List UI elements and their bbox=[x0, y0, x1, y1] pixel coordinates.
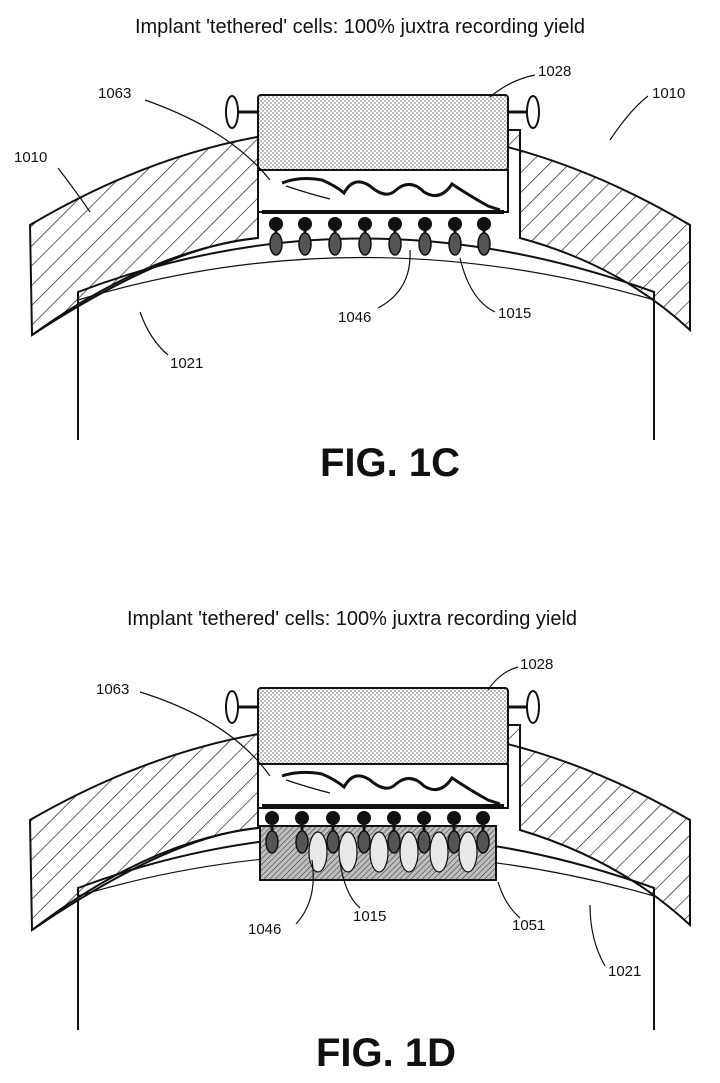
label-1021: 1021 bbox=[608, 963, 641, 980]
label-1051: 1051 bbox=[512, 917, 545, 934]
skull-inner-edge bbox=[31, 827, 259, 931]
cell-array bbox=[265, 811, 490, 873]
leader-1051 bbox=[497, 881, 521, 919]
label-1015: 1015 bbox=[353, 908, 386, 925]
label-1021: 1021 bbox=[170, 355, 203, 372]
cell bbox=[265, 811, 279, 854]
leader-1015 bbox=[339, 861, 361, 909]
cell bbox=[326, 811, 358, 873]
leader-1021 bbox=[139, 311, 169, 356]
cell bbox=[447, 811, 478, 873]
leader-1063 bbox=[144, 99, 271, 181]
leader-1028 bbox=[489, 74, 536, 98]
label-1063: 1063 bbox=[96, 681, 129, 698]
label-1046: 1046 bbox=[338, 309, 371, 326]
label-1028: 1028 bbox=[538, 63, 571, 80]
figure-1c: Implant 'tethered' cells: 100% juxtra re… bbox=[14, 16, 691, 485]
cell bbox=[269, 217, 283, 256]
cell bbox=[417, 811, 449, 873]
label-1028: 1028 bbox=[520, 656, 553, 673]
implant-body bbox=[257, 763, 509, 809]
cell bbox=[358, 217, 372, 256]
figure-caption: FIG. 1D bbox=[316, 1031, 456, 1075]
fiber-lower-strand bbox=[285, 185, 331, 200]
cell-array bbox=[269, 217, 491, 256]
leader-1046 bbox=[377, 249, 411, 309]
anchor-pin-left bbox=[225, 690, 258, 724]
cell bbox=[448, 217, 462, 256]
leader-1010-left bbox=[57, 167, 91, 213]
label-1046: 1046 bbox=[248, 921, 281, 938]
cell bbox=[387, 811, 419, 873]
dura-layer bbox=[77, 256, 655, 301]
leader-1015 bbox=[459, 257, 496, 313]
leader-1010-right bbox=[609, 95, 649, 141]
leader-1063 bbox=[139, 691, 271, 777]
cell bbox=[388, 217, 402, 256]
cell bbox=[476, 811, 490, 854]
anchor-pin-right bbox=[508, 690, 540, 724]
cell bbox=[328, 217, 342, 256]
cell bbox=[357, 811, 389, 873]
figure-title: Implant 'tethered' cells: 100% juxtra re… bbox=[135, 16, 585, 38]
brain-surface bbox=[77, 237, 655, 440]
figure-1d: Implant 'tethered' cells: 100% juxtra re… bbox=[28, 608, 691, 1075]
fiber-lower-strand bbox=[285, 779, 331, 794]
label-1015: 1015 bbox=[498, 305, 531, 322]
figure-title: Implant 'tethered' cells: 100% juxtra re… bbox=[127, 608, 577, 630]
implant-chamber bbox=[257, 687, 509, 765]
label-1010-right: 1010 bbox=[652, 85, 685, 102]
optical-fiber-waveform bbox=[281, 177, 501, 212]
cell bbox=[298, 217, 312, 256]
implant-chamber bbox=[257, 94, 509, 171]
cell bbox=[477, 217, 491, 256]
label-1010-left: 1010 bbox=[14, 149, 47, 166]
anchor-pin-right bbox=[508, 95, 540, 129]
leader-1046 bbox=[295, 859, 314, 925]
label-1063: 1063 bbox=[98, 85, 131, 102]
implant-body bbox=[257, 169, 509, 213]
anchor-pin-left bbox=[225, 95, 258, 129]
leader-1028 bbox=[487, 666, 519, 691]
cell bbox=[295, 811, 328, 873]
cell bbox=[418, 217, 432, 256]
optical-fiber-waveform bbox=[281, 770, 501, 806]
figure-caption: FIG. 1C bbox=[320, 441, 460, 485]
leader-1021 bbox=[589, 904, 606, 967]
